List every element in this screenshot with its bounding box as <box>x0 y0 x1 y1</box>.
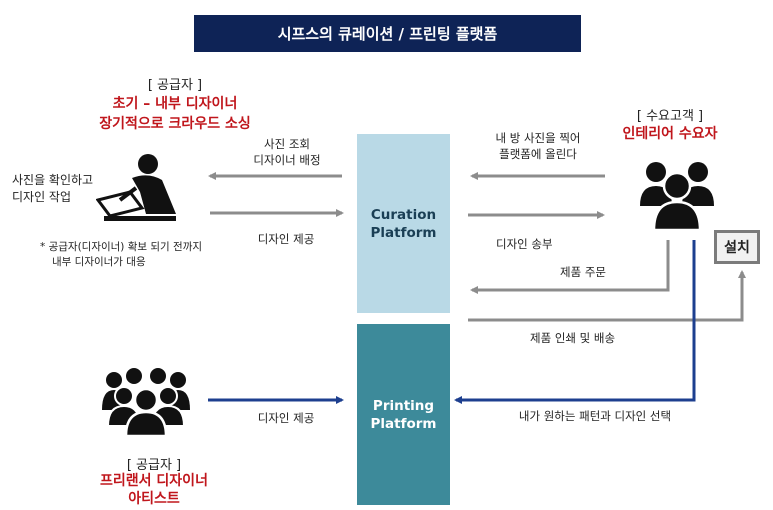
curation-platform-label-1: Curation <box>370 206 437 223</box>
flow-photo-lookup-line2: 디자이너 배정 <box>253 153 321 167</box>
install-box: 설치 <box>714 230 760 264</box>
flow-product-order-label: 제품 주문 <box>560 265 606 279</box>
flow-photo-lookup-label: 사진 조회 디자이너 배정 <box>232 136 342 168</box>
supplier-top-activity-line1: 사진을 확인하고 <box>12 173 94 187</box>
supplier-top-note-line1: * 공급자(디자이너) 확보 되기 전까지 <box>40 241 203 253</box>
printing-platform: Printing Platform <box>357 324 450 505</box>
supplier-top-note-line2: 내부 디자이너가 대응 <box>52 256 146 268</box>
customer-name: 인테리어 수요자 <box>622 126 718 142</box>
flow-printing-design-provide-label: 디자인 제공 <box>257 411 315 425</box>
supplier-bottom-name: 프리랜서 디자이너 아티스트 <box>74 472 234 508</box>
flow-customer-upload-line2: 플랫폼에 올린다 <box>499 147 577 161</box>
arrow-pattern-select <box>454 240 696 404</box>
flow-design-send-label: 디자인 송부 <box>496 237 553 251</box>
supplier-top-note: * 공급자(디자이너) 확보 되기 전까지 내부 디자이너가 대응 <box>40 240 260 270</box>
designer-at-desk-icon <box>96 154 176 221</box>
supplier-bottom-tag: [ 공급자 ] <box>126 458 182 473</box>
install-label: 설치 <box>724 240 750 256</box>
supplier-top-tag: [ 공급자 ] <box>147 78 203 93</box>
page-title: 시프스의 큐레이션 / 프린팅 플랫폼 <box>194 15 581 52</box>
flow-print-ship-label: 제품 인쇄 및 배송 <box>530 331 616 345</box>
arrow-print-ship <box>468 270 746 322</box>
supplier-top-name: 초기 – 내부 디자이너 장기적으로 크라우드 소싱 <box>50 94 300 134</box>
flow-customer-upload-label: 내 방 사진을 찍어 플랫폼에 올린다 <box>478 130 598 162</box>
supplier-top-name-line1: 초기 – 내부 디자이너 <box>112 96 238 112</box>
curation-platform-label-2: Platform <box>370 224 437 241</box>
arrow-product-order <box>470 240 670 294</box>
printing-platform-label-1: Printing <box>372 397 435 414</box>
supplier-bottom-name-line1: 프리랜서 디자이너 <box>100 473 208 489</box>
printing-platform-label-2: Platform <box>370 415 437 432</box>
crowd-icon <box>102 368 190 436</box>
people-group-icon <box>640 162 714 232</box>
flow-pattern-select-label: 내가 원하는 패턴과 디자인 선택 <box>518 409 672 423</box>
flow-customer-upload-line1: 내 방 사진을 찍어 <box>495 131 581 145</box>
flow-photo-lookup-line1: 사진 조회 <box>264 137 310 151</box>
page-title-text: 시프스의 큐레이션 / 프린팅 플랫폼 <box>277 25 498 43</box>
flow-design-provide-label: 디자인 제공 <box>257 232 315 246</box>
supplier-top-activity-line2: 디자인 작업 <box>12 190 72 204</box>
supplier-top-name-line2: 장기적으로 크라우드 소싱 <box>99 116 251 132</box>
supplier-bottom-name-line2: 아티스트 <box>128 491 180 507</box>
customer-tag: [ 수요고객 ] <box>636 109 704 124</box>
supplier-top-activity: 사진을 확인하고 디자인 작업 <box>12 172 108 206</box>
curation-platform: Curation Platform <box>357 134 450 313</box>
